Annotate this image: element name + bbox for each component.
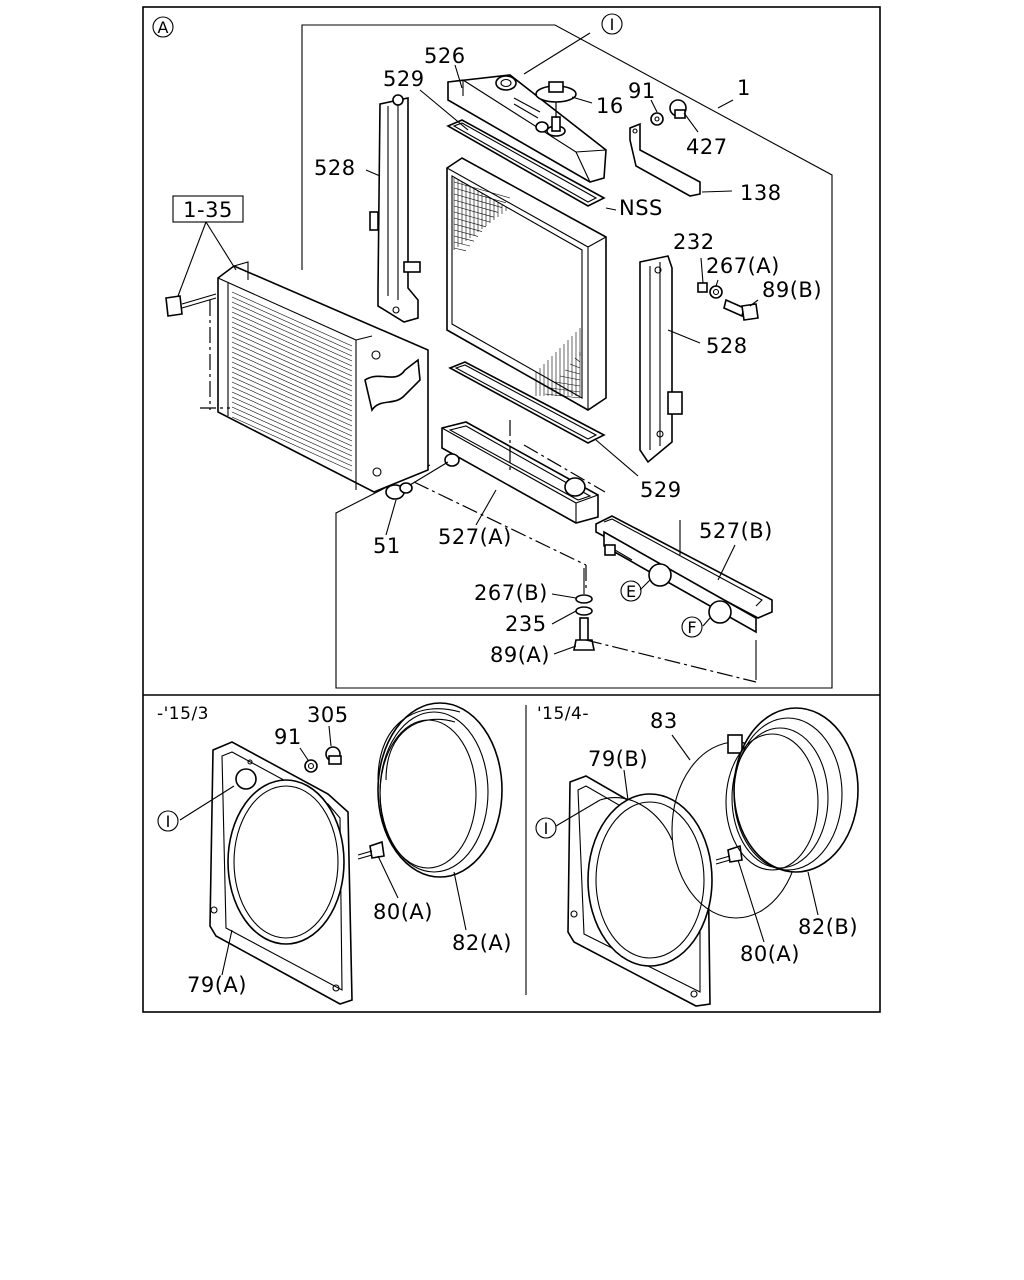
marker-i-b-label: I [166, 812, 171, 831]
intercooler-bolt [165, 293, 217, 317]
label-82a: 82(A) [452, 931, 512, 955]
label-138: 138 [740, 181, 782, 205]
label-89a: 89(A) [490, 643, 550, 667]
side-member-left [369, 94, 421, 323]
label-232: 232 [673, 230, 715, 254]
marker-i-top [601, 13, 623, 35]
gasket-bottom [448, 361, 606, 444]
label-305: 305 [307, 703, 349, 727]
label-235: 235 [505, 612, 547, 636]
fan-shroud-b [567, 775, 713, 1007]
label-82b: 82(B) [798, 915, 858, 939]
marker-i-top-label: I [610, 15, 615, 34]
fan-ring-a [377, 702, 503, 878]
ref-box-1-35 [172, 195, 244, 223]
label-267a: 267(A) [706, 254, 780, 278]
drain-cock [385, 461, 449, 500]
label-79a: 79(A) [187, 973, 247, 997]
bolt-80a [357, 840, 385, 860]
label-91: 91 [628, 79, 656, 103]
label-526: 526 [424, 44, 466, 68]
label-91-b: 91 [274, 725, 302, 749]
fan-shroud-a [209, 741, 353, 1005]
bracket [629, 122, 701, 197]
section-c: '15/4- [535, 704, 859, 1007]
lower-tank [441, 420, 599, 524]
section-a-marker-circle [152, 16, 174, 38]
bolt-427 [669, 99, 687, 119]
marker-i-b [157, 810, 179, 832]
bolt-305 [325, 746, 342, 765]
label-529-bottom: 529 [640, 478, 682, 502]
fan-ring-b [725, 707, 859, 873]
radiator-cap [535, 81, 577, 118]
marker-f [681, 616, 703, 638]
label-528-right: 528 [706, 334, 748, 358]
bolt-89b [723, 298, 759, 321]
drain-bolt-stack [573, 568, 595, 651]
label-51: 51 [373, 534, 401, 558]
outer-frame [142, 6, 881, 1013]
section-a: A [152, 13, 833, 689]
ref-1-35: 1-35 [183, 198, 233, 222]
section-a-marker: A [158, 18, 169, 37]
marker-e-label: E [626, 582, 636, 601]
period-label-left: -'15/3 [157, 704, 209, 724]
label-527b: 527(B) [699, 519, 773, 543]
label-nss: NSS [619, 196, 663, 220]
washer-91 [650, 112, 664, 126]
label-427: 427 [686, 135, 728, 159]
section-b: -'15/3 [157, 702, 512, 1005]
radiator-core [446, 157, 607, 411]
label-267b: 267(B) [474, 581, 548, 605]
washer-267a [709, 285, 723, 299]
period-label-right: '15/4- [537, 704, 589, 724]
label-16: 16 [596, 94, 624, 118]
marker-e [620, 580, 642, 602]
gasket-top [446, 119, 606, 207]
marker-i-c [535, 817, 557, 839]
marker-f-label: F [687, 618, 696, 637]
label-79b: 79(B) [588, 747, 648, 771]
label-80a-c: 80(A) [740, 942, 800, 966]
label-529-top: 529 [383, 67, 425, 91]
washer-91-b [304, 759, 318, 773]
nut-232 [697, 282, 708, 293]
label-80a-b: 80(A) [373, 900, 433, 924]
intercooler-fins [231, 291, 353, 472]
core-mesh [453, 178, 581, 399]
label-528-left: 528 [314, 156, 356, 180]
bolt-80a-c [715, 844, 743, 865]
label-83: 83 [650, 709, 678, 733]
marker-i-c-label: I [544, 819, 549, 838]
lower-tank-b [595, 515, 773, 634]
assembly-boundary [301, 24, 833, 689]
label-1: 1 [737, 76, 751, 100]
upper-tank [447, 74, 607, 183]
side-member-right [639, 255, 683, 464]
label-527a: 527(A) [438, 525, 512, 549]
label-89b: 89(B) [762, 278, 822, 302]
